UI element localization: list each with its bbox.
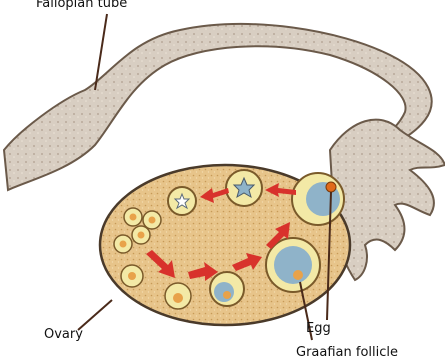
primary-follicle: [114, 235, 132, 253]
primary-follicle: [143, 211, 161, 229]
egg-cell: [326, 182, 336, 192]
secondary-follicle: [226, 170, 262, 206]
secondary-follicle: [168, 187, 196, 215]
fallopian-tube-label: Fallopian tube: [36, 0, 127, 10]
graafian-follicle-label: Graafian follicle: [296, 346, 398, 359]
growing-follicle: [165, 283, 191, 309]
primary-follicle: [132, 226, 150, 244]
egg-label: Egg: [306, 322, 331, 335]
antral-follicle: [210, 272, 244, 306]
primary-follicle: [124, 208, 142, 226]
graafian-follicle: [266, 238, 320, 292]
primary-follicle: [121, 265, 143, 287]
ovary-leader: [78, 300, 112, 330]
ovary-label: Ovary: [44, 328, 83, 341]
ovulating-follicle: [292, 173, 344, 225]
